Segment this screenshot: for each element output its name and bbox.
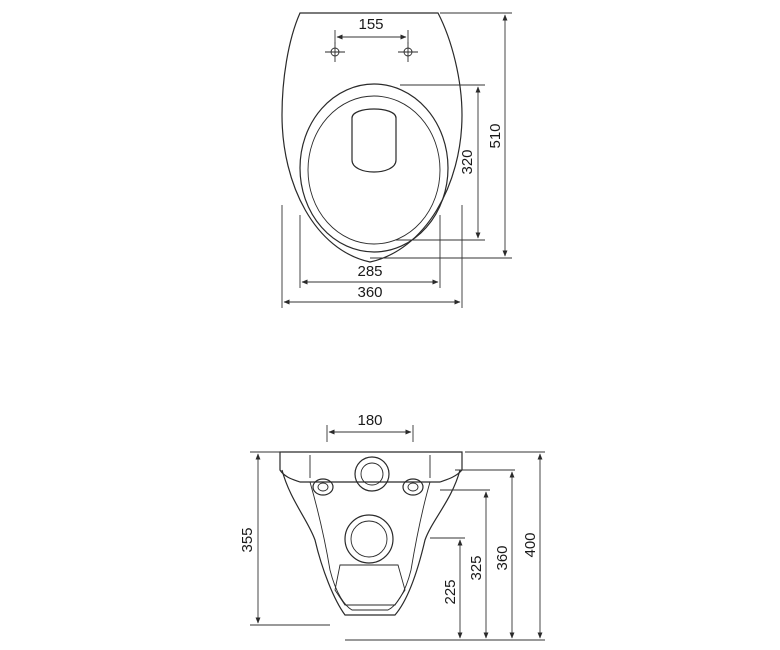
dim-320: 320 (395, 84, 485, 241)
dim-label-225: 225 (442, 579, 459, 604)
dim-355: 355 (239, 451, 330, 626)
outlet-circle-outer (344, 514, 394, 564)
bolt-boss-right (402, 478, 424, 496)
dim-400: 400 (522, 453, 543, 639)
front-view: 180 355 225 325 360 (239, 412, 545, 641)
dim-label-325: 325 (468, 555, 485, 580)
dim-label-360-front: 360 (494, 545, 511, 570)
dim-360-front: 360 (494, 471, 515, 639)
dim-155: 155 (334, 16, 409, 44)
bowl-inner-rim (307, 95, 441, 245)
bowl-outer-outline (281, 12, 463, 263)
dim-label-180: 180 (357, 412, 382, 429)
bolt-hole-right (398, 42, 418, 62)
dim-label-285: 285 (357, 263, 382, 280)
dim-label-355: 355 (239, 527, 256, 552)
dim-label-320: 320 (459, 149, 476, 174)
dim-180: 180 (326, 412, 414, 442)
bolt-hole-left (325, 42, 345, 62)
inlet-circle-outer (354, 456, 390, 492)
outlet-circle-inner (350, 520, 388, 558)
water-opening (351, 108, 397, 173)
front-body-outline (281, 469, 461, 616)
dim-label-400: 400 (522, 532, 539, 557)
front-body-inner (309, 481, 431, 611)
dim-label-155: 155 (358, 16, 383, 33)
outlet-funnel (334, 564, 406, 606)
dim-360-top: 360 (281, 205, 463, 308)
dim-510: 510 (370, 12, 512, 259)
bowl-rim (299, 83, 449, 253)
dim-285: 285 (299, 215, 441, 288)
inlet-circle-inner (360, 462, 384, 486)
dim-label-360-top: 360 (357, 284, 382, 301)
bolt-boss-left (312, 478, 334, 496)
dim-325: 325 (468, 491, 489, 639)
top-view: 155 285 360 320 510 (281, 12, 512, 308)
dim-label-510: 510 (487, 123, 504, 148)
dim-225: 225 (442, 539, 463, 639)
